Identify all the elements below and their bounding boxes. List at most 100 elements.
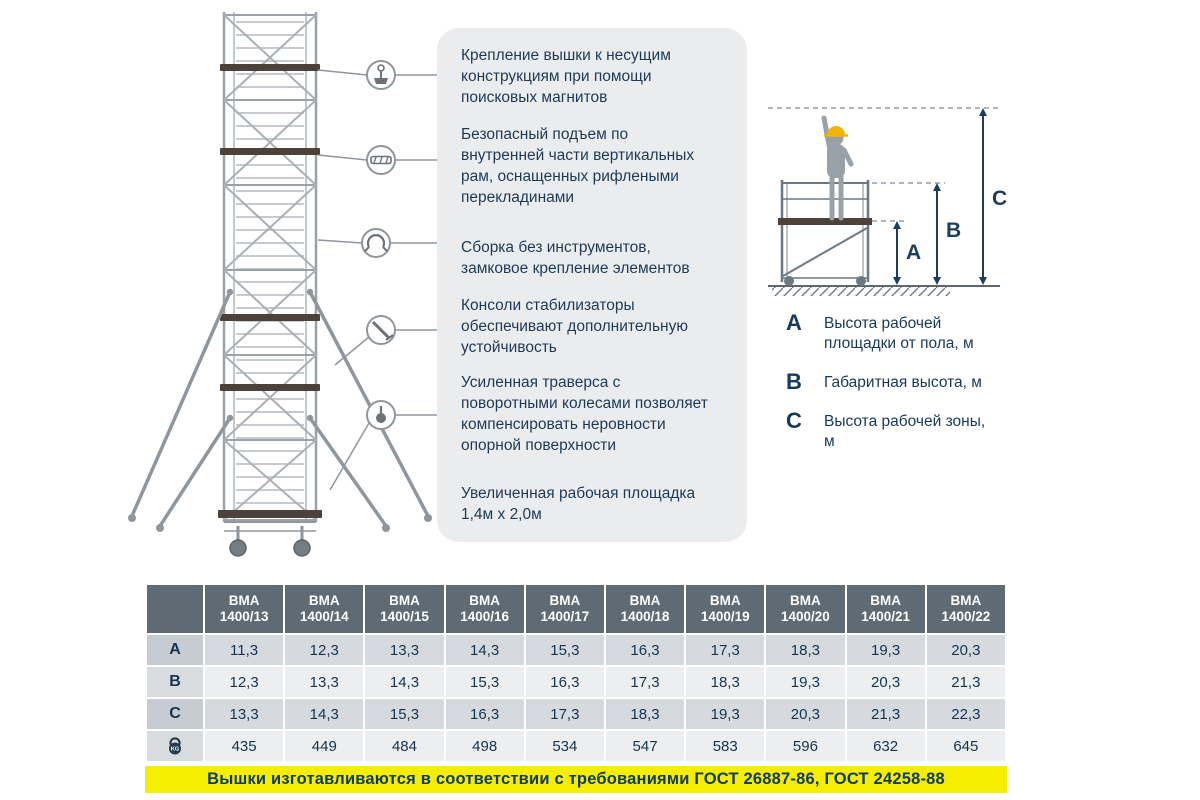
dimension-arrow-a	[893, 221, 901, 285]
table-cell: 484	[365, 731, 444, 761]
tower-illustration	[128, 12, 437, 557]
feature-item: Увеличенная рабочая площадка 1,4м x 2,0м	[461, 485, 696, 523]
legend-letter: B	[786, 369, 802, 394]
ladder-rung-icon	[366, 145, 396, 175]
table-cell: 534	[525, 731, 604, 761]
table-cell: 14,3	[445, 635, 524, 665]
column-brand: ВМА	[950, 593, 982, 608]
stabilizer-legs	[130, 290, 430, 528]
table-cell: 18,3	[766, 635, 845, 665]
dimension-legend: A Высота рабочей площадки от пола, м B Г…	[786, 312, 1000, 452]
table-cell: 15,3	[525, 635, 604, 665]
column-brand: ВМА	[709, 593, 741, 608]
legend-text: Габаритная высота, м	[824, 374, 982, 391]
table-cell: 12,3	[285, 635, 364, 665]
table-cell: 16,3	[605, 635, 685, 665]
dimension-arrows	[893, 108, 987, 285]
row-label: A	[147, 635, 203, 665]
dimension-letter-c: C	[992, 187, 1007, 210]
gost-banner-text: Вышки изготавливаются в соответствии с т…	[207, 770, 945, 788]
table-cell: 17,3	[686, 635, 765, 665]
worker-figure	[821, 115, 854, 221]
table-cell: 18,3	[605, 699, 685, 729]
stabilizer-icon	[366, 315, 396, 345]
table-cell: 632	[846, 731, 925, 761]
reference-lines	[768, 107, 1000, 222]
table-cell: 583	[686, 731, 765, 761]
table-cell: 435	[205, 731, 284, 761]
table-cell: 17,3	[605, 667, 685, 697]
legend-text: Высота рабочей зоны, м	[824, 413, 986, 450]
feature-item: Сборка без инструментов, замковое крепле…	[461, 239, 690, 277]
features-panel: Крепление вышки к несущим конструкциям п…	[437, 28, 747, 542]
table-cell: 17,3	[525, 699, 604, 729]
table-cell: 596	[766, 731, 845, 761]
column-brand: ВМА	[469, 593, 501, 608]
legend-item: A Высота рабочей площадки от пола, м	[786, 312, 1000, 354]
table-cell: 15,3	[445, 667, 524, 697]
column-brand: ВМА	[549, 593, 581, 608]
row-label: B	[147, 667, 203, 697]
table-cell: 498	[445, 731, 524, 761]
table-cell: 20,3	[846, 667, 925, 697]
callout-circles	[361, 60, 396, 430]
table-cell: 13,3	[205, 699, 284, 729]
ground-line	[768, 285, 1000, 296]
caster-wheel-icon	[366, 400, 396, 430]
callout-lines	[317, 69, 437, 491]
table-cell: 15,3	[365, 699, 444, 729]
table-cell: 14,3	[365, 667, 444, 697]
tower-mast	[128, 12, 432, 557]
legend-text: Высота рабочей площадки от пола, м	[824, 315, 974, 352]
table-cell: 547	[605, 731, 685, 761]
tower-platforms	[218, 64, 322, 518]
dimension-arrow-b	[933, 183, 941, 285]
feature-item: Безопасный подъем по внутренней части ве…	[461, 126, 695, 206]
svg-text:KG: KG	[171, 747, 179, 753]
column-brand: ВМА	[228, 593, 260, 608]
table-cell: 11,3	[205, 635, 284, 665]
column-brand: ВМА	[790, 593, 821, 608]
table-cell: 14,3	[285, 699, 364, 729]
column-model: 1400/18	[620, 609, 670, 624]
scaffold-figure	[778, 180, 872, 286]
column-brand: ВМА	[389, 593, 420, 608]
column-brand: ВМА	[629, 593, 661, 608]
column-model: 1400/13	[219, 609, 269, 624]
table-cell: 449	[285, 731, 364, 761]
column-brand: ВМА	[308, 593, 340, 608]
table-cell: 21,3	[846, 699, 925, 729]
lock-joint-icon	[361, 228, 391, 258]
dimension-diagram: A B C	[768, 107, 1007, 296]
table-cell: 19,3	[766, 667, 845, 697]
feature-item: Усиленная траверса с поворотными колесам…	[461, 374, 708, 454]
table-corner-cell	[147, 585, 203, 633]
table-cell: 16,3	[445, 699, 524, 729]
legend-letter: A	[786, 310, 802, 335]
table-cell: 20,3	[766, 699, 845, 729]
column-model: 1400/20	[781, 609, 830, 624]
dimension-arrow-c	[979, 108, 987, 285]
column-brand: ВМА	[870, 593, 901, 608]
table-cell: 645	[926, 731, 1005, 761]
tower-wheels	[224, 521, 316, 557]
table-cell: 19,3	[686, 699, 765, 729]
column-model: 1400/19	[700, 609, 750, 624]
column-model: 1400/15	[380, 609, 429, 624]
legend-letter: C	[786, 408, 802, 433]
